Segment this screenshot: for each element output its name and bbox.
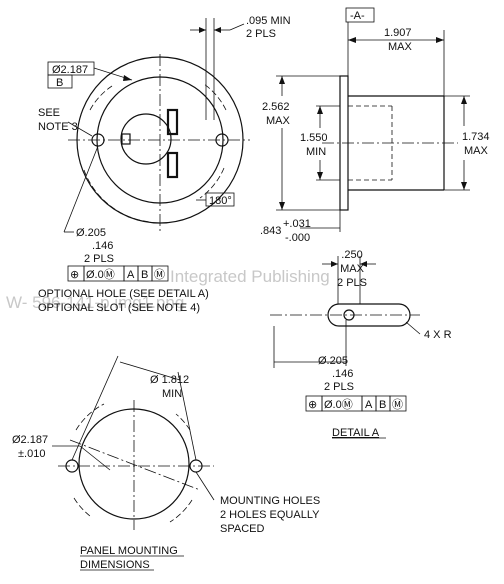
panel-spacing-qual: MIN <box>162 388 182 400</box>
slot-arrow-right <box>214 27 221 33</box>
panel-cutout-tol: ±.010 <box>18 448 45 460</box>
detail-feature-control-frame: ⊕ Ø.0Ⓜ A B Ⓜ <box>305 395 407 412</box>
hole-leader <box>63 145 99 233</box>
hole-dia: Ø.205 <box>76 227 106 239</box>
panel-arc-4 <box>169 499 193 523</box>
slot-arrow-left <box>199 27 206 33</box>
panel-cutout-leader-2 <box>79 445 111 471</box>
panel-title-line2: DIMENSIONS <box>80 559 150 571</box>
datum-b-arrow <box>123 75 132 81</box>
length-qual: MAX <box>388 41 413 53</box>
datum-a-box <box>345 7 375 23</box>
inner-dia-qual: MIN <box>306 146 326 158</box>
front-keyway <box>121 133 131 145</box>
length-arrow-left <box>348 37 356 43</box>
front-contact-lower <box>166 151 179 179</box>
datum-b-label: B <box>56 77 63 89</box>
front-bolt-circle-arc-1 <box>89 85 113 111</box>
panel-holes-line3: SPACED <box>220 523 264 535</box>
panel-spacing-dim-line <box>119 361 181 381</box>
see-note-leader <box>67 121 93 137</box>
note-optional-slot: OPTIONAL SLOT (SEE NOTE 4) <box>38 302 200 314</box>
detail-hole-qty: 2 PLS <box>324 381 354 393</box>
flange-height-arrow-bottom <box>279 202 285 210</box>
flange-height-value: 2.562 <box>262 101 290 113</box>
length-value: 1.907 <box>384 27 412 39</box>
panel-arc-1 <box>75 403 105 431</box>
fcf-position-symbol: ⊕ <box>70 269 79 281</box>
fcf-datum-a: A <box>127 269 135 281</box>
flange-thk-value: .843 <box>260 225 281 237</box>
flange-height-qual: MAX <box>266 115 291 127</box>
fcf-tolerance: Ø.0Ⓜ <box>86 268 115 281</box>
front-bolt-circle-arc-2 <box>83 169 151 223</box>
detail-fcf-datum-a: A <box>365 399 373 411</box>
front-insert-circle <box>120 113 172 165</box>
angle-box <box>205 192 235 207</box>
slot-dim-qty: 2 PLS <box>246 28 276 40</box>
body-dia-arrow-top <box>461 96 467 104</box>
detail-a-title: DETAIL A <box>332 427 380 439</box>
datum-b-dia: Ø2.187 <box>52 64 88 76</box>
detail-hole-dia2: .146 <box>332 368 353 380</box>
detail-width-arrow-right <box>360 261 367 267</box>
datum-a-label: -A- <box>350 10 365 22</box>
slot-dim-value: .095 MIN <box>246 15 291 27</box>
flange-thk-tol-plus: +.031 <box>283 218 311 230</box>
panel-diagonal-centerline <box>69 439 201 491</box>
note-optional-hole: OPTIONAL HOLE (SEE DETAIL A) <box>38 288 209 300</box>
detail-fcf-modifier: Ⓜ <box>392 398 403 411</box>
detail-radius: 4 X R <box>424 329 452 341</box>
front-feature-control-frame: ⊕ Ø.0Ⓜ A B Ⓜ <box>67 265 169 282</box>
length-arrow-right <box>436 37 444 43</box>
detail-hole-dia: Ø.205 <box>318 355 348 367</box>
panel-view: Ø 1.812 MIN Ø2.187 ±.010 MOUNTING HOLES … <box>12 355 320 571</box>
front-view: .095 MIN 2 PLS Ø2.187 B SEE NOTE 3 180° … <box>38 15 291 314</box>
angle-value: 180° <box>209 195 232 207</box>
detail-a: .250 MAX 2 PLS 4 X R Ø.205 .146 2 PLS ⊕ … <box>270 249 452 439</box>
detail-width-arrow-left <box>331 261 338 267</box>
detail-fcf-datum-b: B <box>379 399 386 411</box>
body-dia-qual: MAX <box>464 145 489 157</box>
datum-b-box <box>47 74 73 89</box>
detail-width-qual: MAX <box>340 263 365 275</box>
watermark-line2: W- 596-141-p img1.png <box>6 293 184 312</box>
panel-arc-2 <box>73 497 91 517</box>
hole-dia2: .146 <box>92 240 113 252</box>
front-mounting-hole-right <box>215 133 229 147</box>
panel-holes-leader <box>195 471 215 501</box>
flange-height-arrow-top <box>279 76 285 84</box>
front-contact-upper <box>166 108 179 136</box>
detail-fcf-position-symbol: ⊕ <box>308 399 317 411</box>
detail-width-value: .250 <box>341 249 362 261</box>
detail-width-qty: 2 PLS <box>337 277 367 289</box>
panel-cutout-value: Ø2.187 <box>12 434 48 446</box>
inner-dia-arrow-bottom <box>317 172 323 180</box>
slot-leader <box>229 23 245 31</box>
inner-dia-value: 1.550 <box>300 132 328 144</box>
panel-holes-line1: MOUNTING HOLES <box>220 495 320 507</box>
hole-qty: 2 PLS <box>84 253 114 265</box>
panel-title-line1: PANEL MOUNTING <box>80 545 178 557</box>
front-bolt-circle-arc-3 <box>203 83 227 111</box>
detail-radius-leader <box>405 321 421 335</box>
body-dia-arrow-bottom <box>461 182 467 190</box>
panel-holes-line2: 2 HOLES EQUALLY <box>220 509 320 521</box>
see-note-line1: SEE <box>38 107 60 119</box>
panel-spacing-value: Ø 1.812 <box>150 374 189 386</box>
front-bolt-circle-arc-4 <box>199 167 225 199</box>
detail-fcf-tolerance: Ø.0Ⓜ <box>324 398 353 411</box>
body-dia-value: 1.734 <box>462 131 490 143</box>
see-note-line2: NOTE 3 <box>38 121 78 133</box>
inner-dia-arrow-top <box>317 106 323 114</box>
side-view: -A- 1.907 MAX 2.562 MAX 1.550 MIN 1.7 <box>260 7 490 244</box>
fcf-datum-b: B <box>141 269 148 281</box>
watermark-line1: Integrated Publishing <box>170 267 330 286</box>
fcf-modifier: Ⓜ <box>154 268 165 281</box>
flange-thk-tol-minus: -.000 <box>285 232 310 244</box>
panel-spacing-ext-left <box>71 355 119 461</box>
panel-spacing-ext-right <box>177 371 197 461</box>
